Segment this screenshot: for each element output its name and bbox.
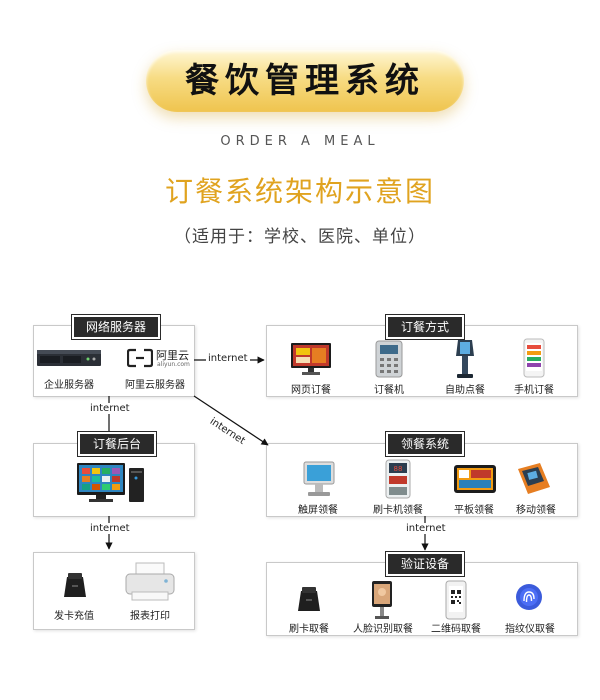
caption-enterprise-server: 企业服务器 [44,380,94,391]
caption-aliyun-server: 阿里云服务器 [125,380,185,391]
caption-self-ordering: 自助点餐 [445,385,485,396]
aliyun-logo-text: 阿里云 [156,349,189,362]
label-ordering-methods: 订餐方式 [385,314,465,340]
mobile-pickup-icon [518,463,550,494]
caption-mobile-pickup: 移动领餐 [516,505,556,516]
self-service-kiosk-icon [456,340,474,378]
caption-card-recharge: 发卡充值 [54,611,94,622]
caption-tablet-pickup: 平板领餐 [454,505,494,516]
enterprise-server-icon [37,350,101,366]
svg-text:88: 88 [394,465,403,473]
qr-code-device-icon [445,580,467,620]
page-title: 餐饮管理系统 [185,61,425,101]
caption-card-pickup: 刷卡取餐 [289,624,329,635]
title-pill [146,50,464,112]
touchscreen-pickup-icon [303,461,335,496]
diagram-heading: 订餐系统架构示意图 [164,175,435,208]
caption-touchscreen-pickup: 触屏领餐 [298,505,338,516]
tablet-pickup-icon [454,465,496,493]
label-network-server: 网络服务器 [71,314,161,340]
scope-text: （适用于：学校、医院、单位） [174,227,426,247]
aliyun-logo: 阿里云 aliyun.com [127,346,190,370]
caption-card-reader-pickup: 刷卡机领餐 [373,505,423,516]
internet-label-2: internet [88,403,132,414]
internet-label-4: internet [88,523,132,534]
card-issuer-icon [64,573,86,597]
ordering-backend-box [33,443,195,517]
face-recognition-device-icon [372,581,392,619]
aliyun-bracket-icon [127,348,153,368]
subtitle-en: ORDER A MEAL [220,134,380,149]
ordering-machine-icon [375,340,403,378]
caption-report-print: 报表打印 [130,611,170,622]
internet-label-1: internet [206,353,250,364]
caption-ordering-machine: 订餐机 [374,385,404,396]
desktop-computer-icon [77,463,144,502]
card-reader-pickup-icon: 88 [385,459,411,499]
card-swipe-device-icon [298,587,320,611]
label-verification: 验证设备 [385,551,465,577]
label-pickup-system: 领餐系统 [385,431,465,457]
caption-fingerprint-pickup: 指纹仪取餐 [505,624,555,635]
internet-label-5: internet [404,523,448,534]
caption-web-ordering: 网页订餐 [291,385,331,396]
caption-face-pickup: 人脸识别取餐 [353,624,413,635]
web-ordering-monitor-icon [291,343,331,375]
fingerprint-device-icon [516,584,542,610]
mobile-phone-icon [523,338,545,378]
aliyun-logo-sub: aliyun.com [157,361,190,368]
caption-qrcode-pickup: 二维码取餐 [431,624,481,635]
label-ordering-backend: 订餐后台 [77,431,157,457]
caption-mobile-ordering: 手机订餐 [514,385,554,396]
arrow-server-to-pickup [193,395,269,446]
printer-icon [125,562,175,601]
